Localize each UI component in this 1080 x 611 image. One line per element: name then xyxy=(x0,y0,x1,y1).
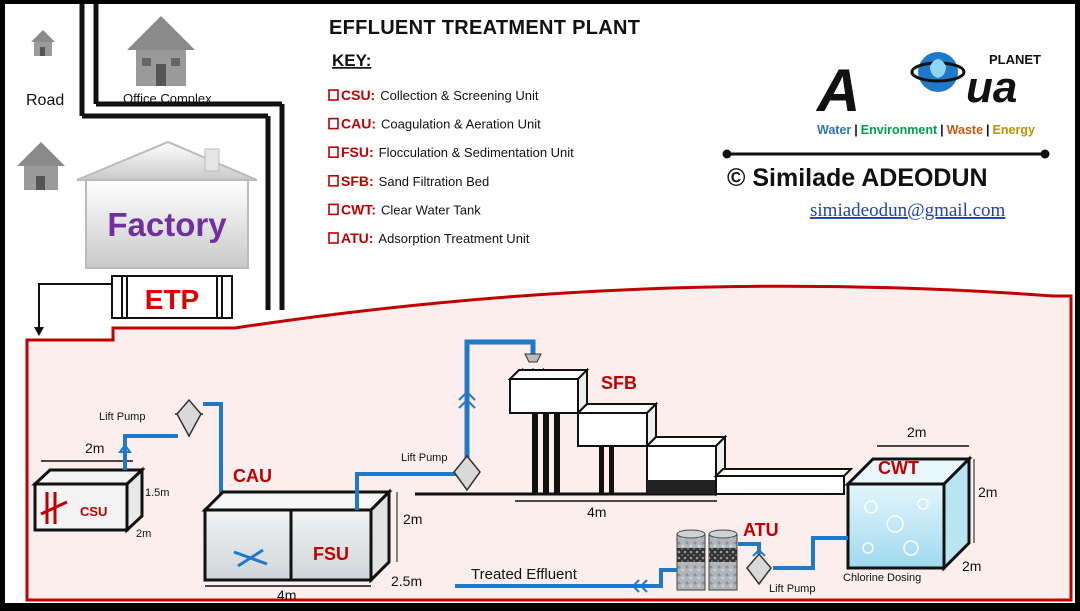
key-item: CAU: Coagulation & Aeration Unit xyxy=(341,116,541,132)
tag-waste: Waste xyxy=(947,123,983,137)
cau-label: CAU xyxy=(233,466,272,486)
lift-pump-1-label: Lift Pump xyxy=(99,411,145,423)
factory-building xyxy=(76,140,258,269)
pipe-pump-to-cau xyxy=(203,402,223,532)
factory-label: Factory xyxy=(107,206,227,243)
key-bullet-icon xyxy=(328,203,339,216)
key-item: ATU: Adsorption Treatment Unit xyxy=(341,230,530,246)
key-desc: Flocculation & Sedimentation Unit xyxy=(379,145,574,160)
lift-pump-3-icon xyxy=(746,552,772,586)
etp-label: ETP xyxy=(145,284,199,315)
tag-environment: Environment xyxy=(861,123,938,137)
brand-tagline: Water|Environment|Waste|Energy xyxy=(817,123,1035,137)
brand-divider xyxy=(722,149,1050,159)
tag-sep-2: | xyxy=(940,123,944,137)
treated-effluent-pipe xyxy=(455,568,677,588)
lift-pump-3-label: Lift Pump xyxy=(769,583,815,595)
key-desc: Coagulation & Aeration Unit xyxy=(381,117,541,132)
side-house-icon xyxy=(17,142,65,190)
fsu-height-label: 2m xyxy=(403,511,422,527)
fsu-length-label: 4m xyxy=(277,587,296,603)
cwt-label: CWT xyxy=(878,458,919,478)
flow-left-icon-2 xyxy=(639,579,648,593)
csu-depth-label: 2m xyxy=(136,528,151,540)
key-item: CWT: Clear Water Tank xyxy=(341,201,481,217)
page-title: EFFLUENT TREATMENT PLANT xyxy=(329,17,640,39)
csu-label: CSU xyxy=(80,504,107,519)
key-abbr: CAU: xyxy=(341,116,376,132)
arrow-down-icon xyxy=(34,327,44,336)
cwt-width-label: 2m xyxy=(907,424,926,440)
key-item: FSU: Flocculation & Sedimentation Unit xyxy=(341,144,574,160)
fsu-depth-label: 2.5m xyxy=(391,573,422,589)
diagram-canvas: Road Office Complex Factory ETP EFFLUENT… xyxy=(5,4,1075,603)
cau-fsu-tank xyxy=(201,488,393,584)
etp-flow-arrow xyxy=(38,283,112,334)
key-abbr: FSU: xyxy=(341,144,374,160)
flow-up-icon xyxy=(118,443,132,453)
cwt-depth-label: 2m xyxy=(962,558,981,574)
key-bullet-icon xyxy=(328,146,339,158)
sand-filtration-bed xyxy=(507,367,854,497)
key-abbr: SFB: xyxy=(341,173,374,189)
author-credit: © Similade ADEODUN xyxy=(727,164,988,192)
key-bullet-icon xyxy=(328,175,339,187)
key-heading: KEY: xyxy=(332,51,371,70)
key-item: CSU: Collection & Screening Unit xyxy=(341,87,539,103)
csu-width-label: 2m xyxy=(85,440,104,456)
tag-sep-1: | xyxy=(854,123,858,137)
author-email-link[interactable]: simiadeodun@gmail.com xyxy=(810,200,1006,221)
flow-up-icon-4 xyxy=(752,548,766,557)
logo-letter-a: A xyxy=(815,57,860,124)
office-label: Office Complex xyxy=(123,91,212,106)
treated-effluent-label: Treated Effluent xyxy=(471,566,578,583)
key-abbr: CWT: xyxy=(341,201,376,217)
key-desc: Adsorption Treatment Unit xyxy=(378,231,529,246)
csu-height-label: 1.5m xyxy=(145,487,169,499)
logo-planet: PLANET xyxy=(989,52,1041,67)
key-bullet-icon xyxy=(328,89,339,101)
csu-tank xyxy=(31,466,146,534)
key-abbr: CSU: xyxy=(341,87,375,103)
key-desc: Sand Filtration Bed xyxy=(379,174,490,189)
key-abbr: ATU: xyxy=(341,230,373,246)
cwt-height-label: 2m xyxy=(978,484,997,500)
road xyxy=(79,4,285,310)
pipe-fsu-to-pump xyxy=(355,472,465,510)
fsu-label: FSU xyxy=(313,544,349,564)
flow-left-icon xyxy=(631,579,640,593)
clear-water-tank xyxy=(844,455,973,572)
sfb-label: SFB xyxy=(601,373,637,393)
aqua-planet-logo xyxy=(910,52,966,92)
pipe-csu-to-cau xyxy=(123,434,178,470)
flow-up-icon-3 xyxy=(458,390,476,401)
pipe-cwt-to-pump xyxy=(773,536,848,570)
pipe-pump-to-sfb xyxy=(464,339,536,464)
key-bullet-icon xyxy=(328,117,339,130)
small-house-icon xyxy=(31,30,55,56)
lift-pump-2-icon xyxy=(453,454,481,492)
sfb-length-label: 4m xyxy=(587,504,606,520)
lift-pump-1-icon xyxy=(174,398,204,438)
key-desc: Collection & Screening Unit xyxy=(380,88,539,103)
etp-diagram: Road Office Complex Factory ETP EFFLUENT… xyxy=(17,4,1073,603)
key-bullet-icon xyxy=(328,232,339,244)
tag-water: Water xyxy=(817,123,851,137)
atu-label: ATU xyxy=(743,520,779,540)
office-house-icon xyxy=(127,16,195,86)
key-desc: Clear Water Tank xyxy=(381,202,481,217)
lift-pump-2-label: Lift Pump xyxy=(401,452,447,464)
key-item: SFB: Sand Filtration Bed xyxy=(341,173,489,189)
logo-letters-ua: ua xyxy=(966,63,1017,112)
road-label: Road xyxy=(26,92,64,109)
chlorine-dosing-label: Chlorine Dosing xyxy=(843,572,921,584)
etp-box xyxy=(111,275,233,319)
tag-sep-3: | xyxy=(986,123,990,137)
tag-energy: Energy xyxy=(993,123,1035,137)
flow-up-icon-2 xyxy=(458,398,476,409)
adsorption-unit xyxy=(676,529,738,591)
